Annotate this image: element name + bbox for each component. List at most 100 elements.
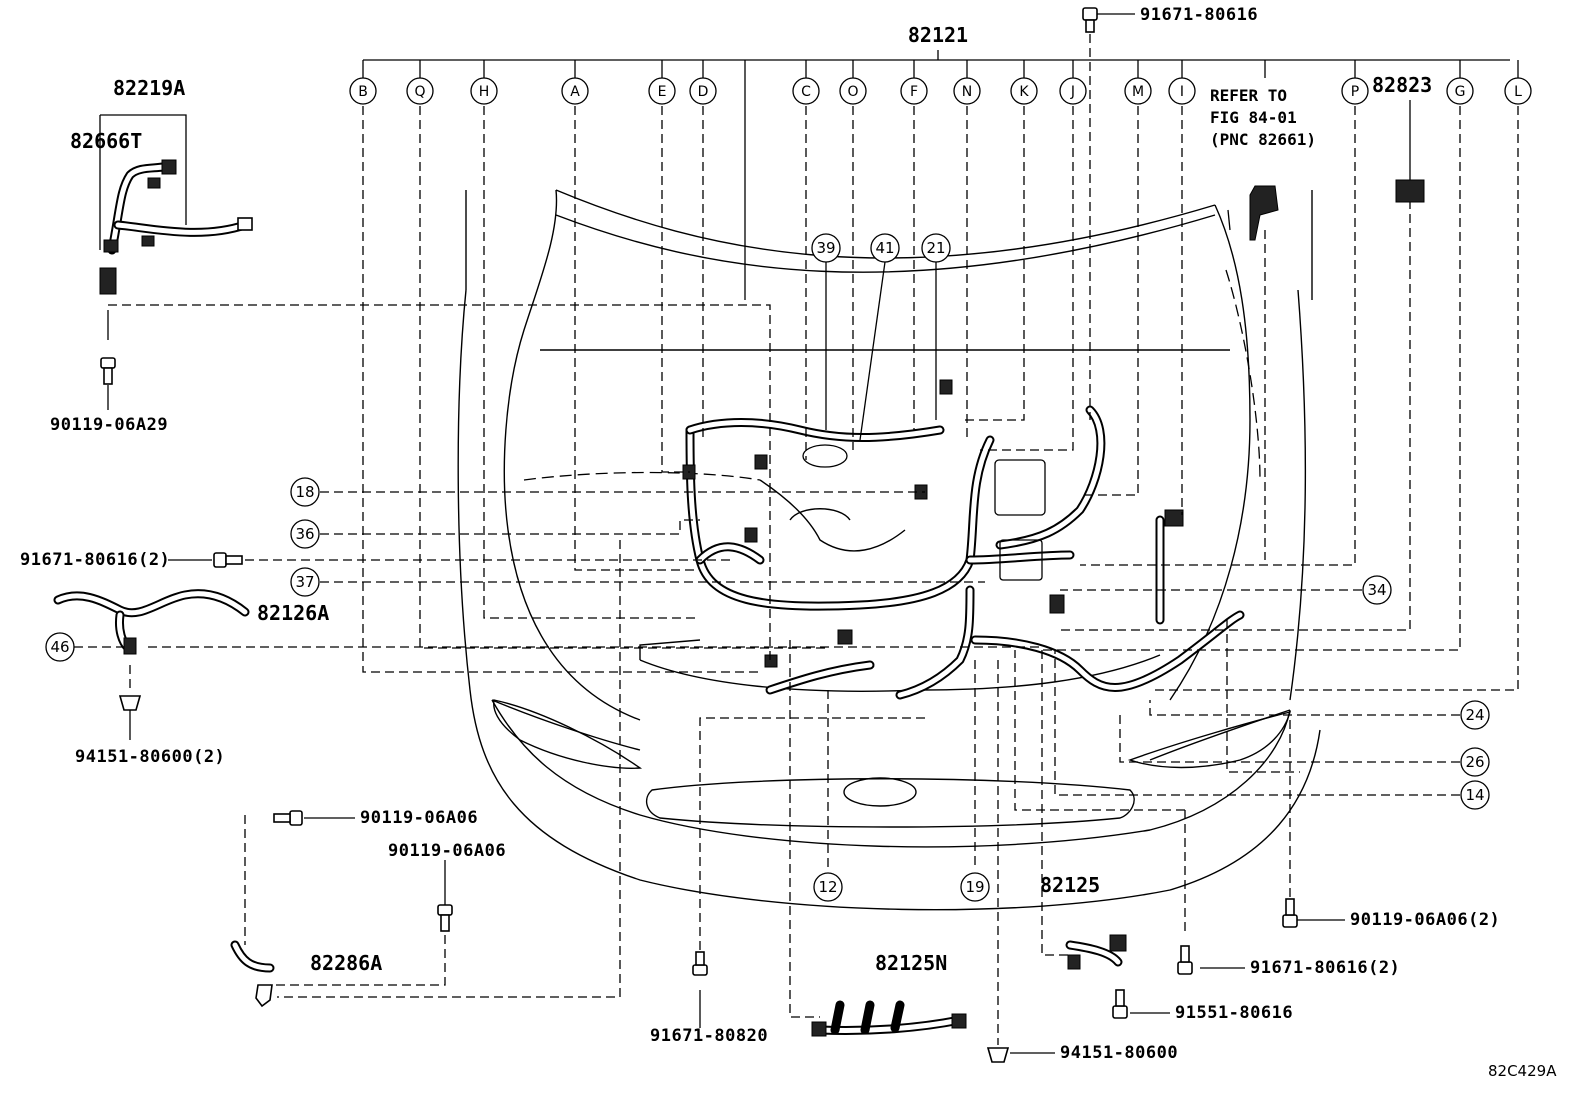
svg-text:H: H <box>479 84 490 100</box>
fastener-label-94151-80600: 94151-80600 <box>1060 1043 1178 1063</box>
connector-I: I <box>1168 77 1196 105</box>
bolt-icon-90119-06A06-a <box>273 810 303 826</box>
part-label-82121: 82121 <box>908 23 968 47</box>
clip-icon-94151-80600-2 <box>118 695 142 711</box>
svg-text:26: 26 <box>1465 753 1484 771</box>
fastener-label-90119-06A06-2: 90119-06A06(2) <box>1350 910 1500 930</box>
connector-J: J <box>1059 77 1087 105</box>
svg-text:37: 37 <box>295 573 314 591</box>
svg-text:O: O <box>847 84 858 100</box>
fastener-labels: 91671-80616 90119-06A29 91671-80616(2) 9… <box>20 5 1557 1080</box>
callout-46: 46 <box>45 632 75 662</box>
connector-E: E <box>648 77 676 105</box>
connector-D: D <box>689 77 717 105</box>
svg-text:F: F <box>910 84 918 100</box>
bolt-icon-90119-06A06-2 <box>1282 898 1298 928</box>
svg-text:N: N <box>962 84 972 100</box>
svg-text:41: 41 <box>875 239 894 257</box>
part-82125N-drawing <box>811 1000 967 1037</box>
callout-37: 37 <box>290 567 320 597</box>
svg-text:39: 39 <box>816 239 835 257</box>
connector-F: F <box>900 77 928 105</box>
fastener-label-91671-80616-2-right: 91671-80616(2) <box>1250 958 1400 978</box>
fastener-label-90119-06A06-a: 90119-06A06 <box>360 808 478 828</box>
figure-code: 82C429A <box>1488 1062 1557 1080</box>
svg-text:B: B <box>358 84 368 100</box>
callout-12: 12 <box>813 872 843 902</box>
callout-18: 18 <box>290 477 320 507</box>
part-label-82286A: 82286A <box>310 951 382 975</box>
fastener-label-94151-80600-2: 94151-80600(2) <box>75 747 225 767</box>
part-label-82125N: 82125N <box>875 951 947 975</box>
bolt-icon-91671-80616-left <box>213 552 243 568</box>
callout-36: 36 <box>290 519 320 549</box>
svg-text:18: 18 <box>295 483 314 501</box>
connector-L: L <box>1504 77 1532 105</box>
svg-text:21: 21 <box>926 239 945 257</box>
callout-39: 39 <box>811 233 841 263</box>
svg-text:Q: Q <box>414 84 425 100</box>
svg-text:14: 14 <box>1465 786 1484 804</box>
callout-41: 41 <box>870 233 900 263</box>
main-harness-82121 <box>682 379 1245 700</box>
callout-34: 34 <box>1362 575 1392 605</box>
part-82125-drawing <box>1065 934 1127 970</box>
callout-24: 24 <box>1460 700 1490 730</box>
svg-text:36: 36 <box>295 525 314 543</box>
svg-text:E: E <box>658 84 667 100</box>
svg-text:M: M <box>1132 84 1144 100</box>
connector-Q: Q <box>406 77 434 105</box>
fastener-label-top: 91671-80616 <box>1140 5 1258 25</box>
clip-icon-94151-80600 <box>986 1047 1010 1063</box>
connector-letters: B Q H A E D C O F N K J M I P G L <box>349 77 1532 105</box>
fastener-label-91671-80820: 91671-80820 <box>650 1026 768 1046</box>
bolt-icon-top <box>1082 7 1098 33</box>
bolt-icon-90119-06A29 <box>100 357 116 385</box>
svg-text:46: 46 <box>50 638 69 656</box>
svg-text:P: P <box>1351 84 1359 100</box>
fastener-label-90119-06A06-b: 90119-06A06 <box>388 841 506 861</box>
svg-text:19: 19 <box>965 878 984 896</box>
bolt-icon-91551-80616 <box>1112 989 1128 1019</box>
svg-text:24: 24 <box>1465 706 1484 724</box>
svg-text:12: 12 <box>818 878 837 896</box>
part-82823-drawing <box>1395 179 1425 203</box>
fastener-label-91671-80616-2-left: 91671-80616(2) <box>20 550 170 570</box>
connector-M: M <box>1124 77 1152 105</box>
bolt-icon-91671-80820 <box>692 951 708 976</box>
harness-82666T-drawing <box>99 159 253 295</box>
bolt-icon-90119-06A06-b <box>437 904 453 932</box>
connector-K: K <box>1010 77 1038 105</box>
fastener-label-91551-80616: 91551-80616 <box>1175 1003 1293 1023</box>
refer-note-line1: REFER TO <box>1210 86 1287 105</box>
callout-14: 14 <box>1460 780 1490 810</box>
connector-P: P <box>1341 77 1369 105</box>
refer-note-line3: (PNC 82661) <box>1210 130 1316 149</box>
svg-text:D: D <box>698 84 709 100</box>
connector-G: G <box>1446 77 1474 105</box>
connector-A: A <box>561 77 589 105</box>
svg-text:G: G <box>1455 84 1466 100</box>
part-label-82125: 82125 <box>1040 873 1100 897</box>
connector-B: B <box>349 77 377 105</box>
bolt-icon-91671-80616-right <box>1177 945 1193 975</box>
part-labels: 82121 82219A 82666T 82823 82126A 82286A … <box>70 23 1432 975</box>
svg-text:C: C <box>801 84 811 100</box>
svg-text:I: I <box>1180 84 1184 100</box>
callout-26: 26 <box>1460 747 1490 777</box>
vehicle-outline <box>457 189 1321 911</box>
part-label-82823: 82823 <box>1372 73 1432 97</box>
harness-82126A-drawing <box>53 589 250 655</box>
part-label-82126A: 82126A <box>257 601 329 625</box>
svg-text:34: 34 <box>1367 581 1386 599</box>
callout-21: 21 <box>921 233 951 263</box>
callout-19: 19 <box>960 872 990 902</box>
part-label-82666T: 82666T <box>70 129 142 153</box>
part-82286A-drawing <box>230 940 275 1008</box>
refer-note-line2: FIG 84-01 <box>1210 108 1297 127</box>
connector-C: C <box>792 77 820 105</box>
svg-text:J: J <box>1070 84 1075 100</box>
number-callouts: 39 41 21 18 36 37 34 46 24 26 14 12 19 <box>45 233 1490 902</box>
svg-text:A: A <box>570 84 580 100</box>
